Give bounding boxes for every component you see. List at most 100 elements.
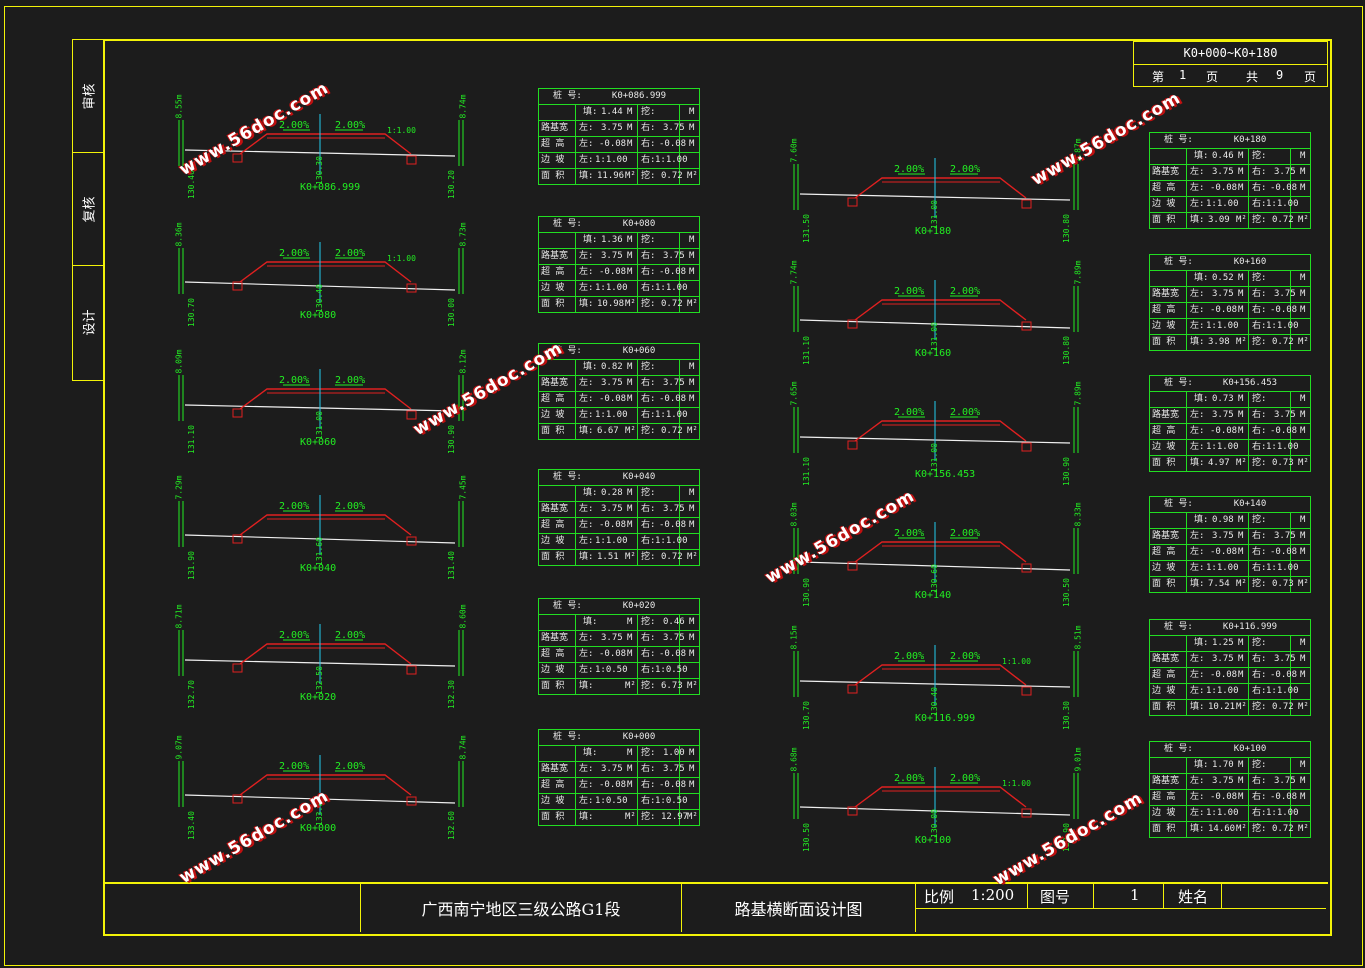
elevation-left: 130.70 (801, 701, 811, 730)
design-label: 设计 (82, 309, 98, 336)
table-cell-text: K0+020 (622, 601, 656, 611)
table-cell-text: 右: (641, 283, 656, 293)
table-cell-text: 左: (1190, 531, 1205, 541)
table-cell-text: 左: (579, 520, 594, 530)
table-cell-text: 挖: (641, 299, 656, 309)
table-cell-text: 3.75 (601, 764, 623, 774)
table-cell-text: M² (687, 171, 698, 181)
table-cell-text: 3.75 (1212, 410, 1234, 420)
table-cell-text: M (1238, 183, 1244, 193)
table-cell-text: M² (625, 681, 636, 691)
review-label: 审核 (82, 82, 98, 110)
table-cell-text: M (627, 251, 633, 261)
elevation-center: 131.00 (929, 200, 939, 229)
table-cell-text: -0.08 (1270, 305, 1298, 315)
table-cell-text: 面 积 (1152, 579, 1176, 589)
right-height: 8.33m (1073, 502, 1083, 527)
table-cell-text: M (1300, 760, 1306, 770)
crossfall-left: 2.00% (894, 528, 925, 539)
table-cell-text: M (1238, 654, 1244, 664)
cross-section: K0+156.453 2.00% 2.00% 7.65m 7.89m 131.1… (790, 381, 1090, 503)
table-cell-text: 右: (1252, 289, 1267, 299)
table-cell-text: M (1238, 776, 1244, 786)
table-cell-text: 路基宽 (1152, 531, 1180, 541)
table-cell-text: M (627, 235, 633, 245)
table-cell-text: 路基宽 (541, 764, 569, 774)
table-cell-text: 填: (579, 681, 594, 691)
elevation-left: 133.40 (186, 811, 196, 840)
table-cell-text: 右: (641, 520, 656, 530)
table-cell-text: 左: (579, 536, 594, 546)
table-cell-text: -0.08 (1270, 183, 1298, 193)
table-cell-text: 挖: (1252, 337, 1267, 347)
table-cell-text: M (689, 394, 695, 404)
table-cell-text: 10.98 (597, 299, 625, 309)
table-cell-text: 0.72 (1272, 215, 1294, 225)
table-cell-text: 边 坡 (541, 410, 565, 420)
table-cell-text: 3.75 (1274, 531, 1296, 541)
table-cell-text: 右: (641, 665, 656, 675)
table-cell-text: 0.73 (1212, 394, 1234, 404)
table-cell-text: 超 高 (1152, 547, 1176, 557)
table-cell-text: M (1300, 410, 1306, 420)
table-cell-text: 3.75 (663, 123, 685, 133)
table-cell-text: 1:1.00 (655, 283, 688, 293)
table-cell-text: M (689, 139, 695, 149)
table-cell-text: 边 坡 (1152, 321, 1176, 331)
table-cell-text: 0.72 (661, 299, 683, 309)
station-label: K0+180 (915, 226, 952, 237)
table-cell-text: 1:0.50 (655, 665, 688, 675)
table-cell-text: M (689, 649, 695, 659)
table-cell-text: 填: (579, 426, 594, 436)
table-cell-text: 左: (579, 267, 594, 277)
table-cell-text: M (689, 235, 695, 245)
table-cell-text: -0.08 (1270, 670, 1298, 680)
table-cell-text: 边 坡 (1152, 808, 1176, 818)
scale-label: 比例 (924, 888, 955, 906)
table-cell-text: M (689, 107, 695, 117)
slope-label: 1:1.00 (387, 254, 416, 263)
station-label: K0+040 (300, 563, 337, 574)
table-cell-text: 右: (641, 796, 656, 806)
left-height: 7.74m (789, 260, 799, 285)
elevation-right: 130.00 (446, 298, 456, 327)
table-cell-text: M (1300, 547, 1306, 557)
table-cell-text: 桩 号: (1164, 257, 1193, 267)
table-cell-text: 1:1.00 (655, 536, 688, 546)
table-cell-text: -0.08 (659, 267, 687, 277)
table-cell-text: M (689, 748, 695, 758)
table-cell-text: M (1300, 289, 1306, 299)
table-cell-text: 路基宽 (541, 251, 569, 261)
total-number: 9 (1276, 68, 1284, 82)
table-cell-text: M² (1236, 215, 1247, 225)
elevation-center: 130.30 (314, 156, 324, 185)
table-cell-text: 左: (1190, 808, 1205, 818)
table-cell-text: 1.25 (1212, 638, 1234, 648)
table-cell-text: K0+100 (1233, 744, 1267, 754)
table-cell-text: 左: (579, 780, 594, 790)
elevation-center: 130.40 (929, 687, 939, 716)
table-cell-text: 桩 号: (1164, 622, 1193, 632)
table-cell-text: 右: (641, 123, 656, 133)
table-cell-text: 3.75 (663, 251, 685, 261)
table-cell-text: K0+040 (622, 472, 656, 482)
table-cell-text: 左: (1190, 321, 1205, 331)
table-cell-text: 填: (1190, 215, 1205, 225)
table-cell-text: -0.08 (659, 394, 687, 404)
table-cell-text: -0.08 (599, 267, 627, 277)
table-cell-text: 左: (1190, 199, 1205, 209)
table-cell-text: 右: (641, 633, 656, 643)
table-cell-text: M (1300, 792, 1306, 802)
table-cell-text: 左: (1190, 410, 1205, 420)
table-cell-text: 填: (1190, 702, 1205, 712)
table-cell-text: 0.46 (663, 617, 685, 627)
table-cell-text: 左: (579, 123, 594, 133)
table-cell-text: 填: (1190, 337, 1205, 347)
table-cell-text: 3.75 (601, 504, 623, 514)
table-cell-text: 填: (1194, 638, 1209, 648)
table-cell-text: 边 坡 (1152, 686, 1176, 696)
